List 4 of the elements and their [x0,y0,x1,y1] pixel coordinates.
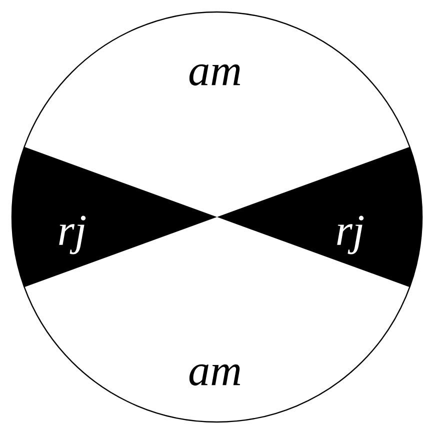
region-label: am [189,64,240,86]
region-label: am [189,364,240,386]
wedge-region: rj [217,146,422,288]
wedge-region: rj [12,146,217,288]
